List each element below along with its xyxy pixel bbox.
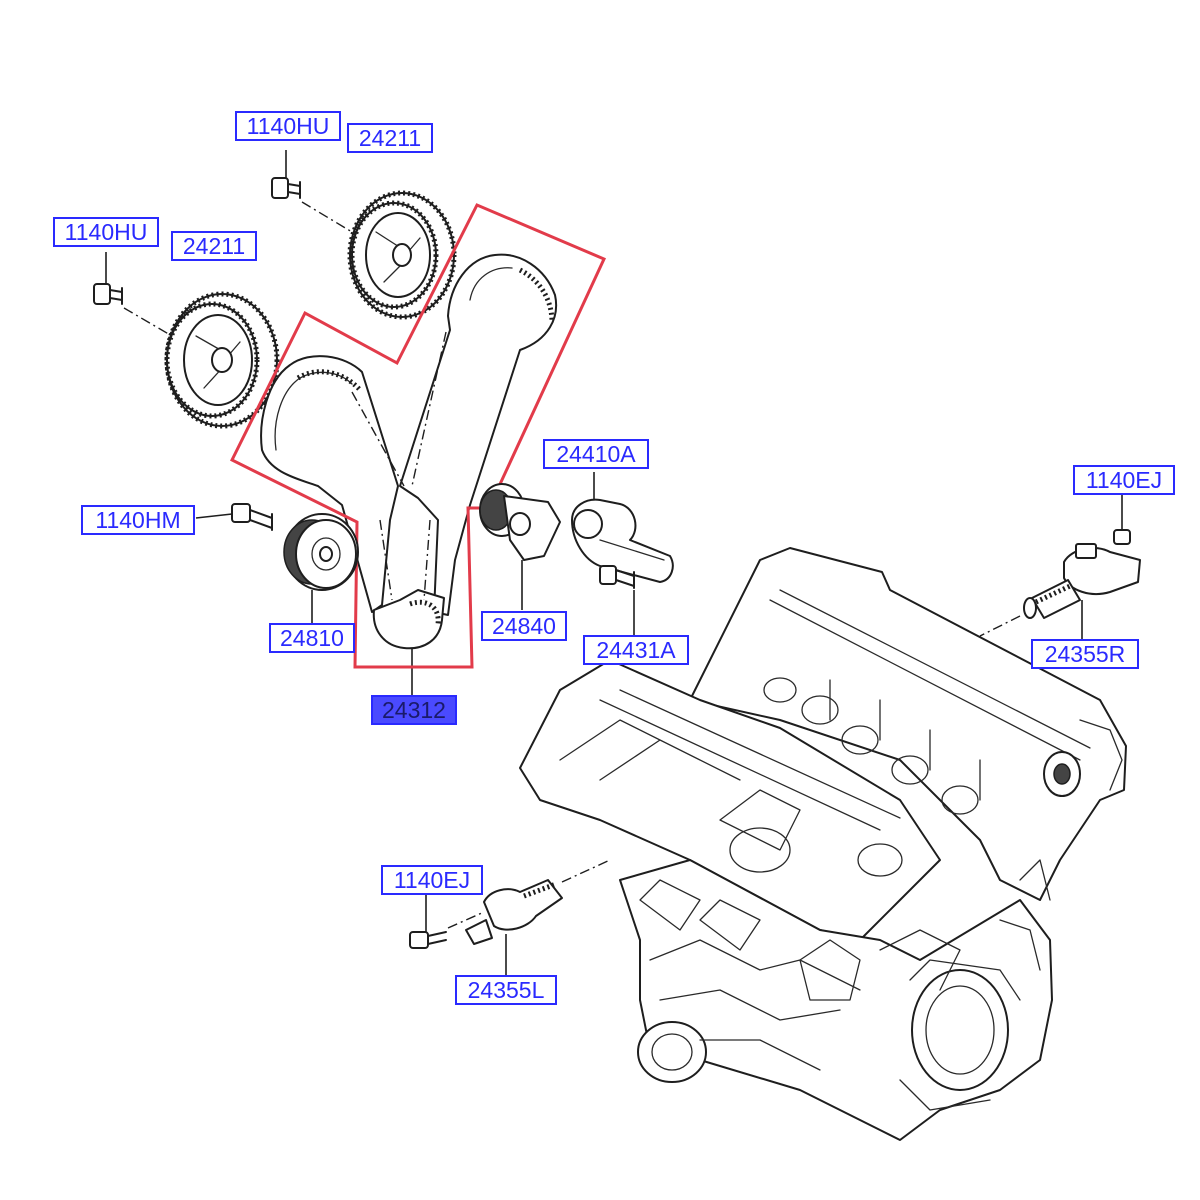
part-label-idler[interactable]: 24810 <box>269 623 355 653</box>
svg-text:1140EJ: 1140EJ <box>394 867 470 893</box>
svg-text:24410A: 24410A <box>556 441 636 467</box>
svg-text:1140HU: 1140HU <box>65 219 148 245</box>
part-label-bolt-left[interactable]: 1140HU <box>53 217 159 247</box>
bolt-ej-right[interactable] <box>1113 494 1131 545</box>
bolt-ej-left[interactable] <box>409 894 485 949</box>
oil-control-valve-left[interactable] <box>465 859 611 976</box>
svg-text:24840: 24840 <box>492 613 556 639</box>
oil-control-valve-right[interactable] <box>979 543 1141 640</box>
tensioner-pulley[interactable] <box>479 483 561 610</box>
part-label-bolt-ej-left[interactable]: 1140EJ <box>381 865 483 895</box>
bolt-left[interactable] <box>93 252 173 337</box>
part-label-tensioner-arm[interactable]: 24410A <box>543 439 649 469</box>
part-label-ocv-right[interactable]: 24355R <box>1031 639 1139 669</box>
part-label-bolt-idler[interactable]: 1140HM <box>81 505 195 535</box>
svg-text:24355R: 24355R <box>1045 641 1126 667</box>
part-label-sprocket-top[interactable]: 24211 <box>347 123 433 153</box>
part-label-tensioner-bolt[interactable]: 24431A <box>583 635 689 665</box>
part-label-bolt-top[interactable]: 1140HU <box>235 111 341 141</box>
tensioner-bolt[interactable] <box>599 565 635 636</box>
part-label-tensioner-pulley[interactable]: 24840 <box>481 611 567 641</box>
svg-text:1140HM: 1140HM <box>95 507 180 533</box>
svg-text:1140HU: 1140HU <box>247 113 330 139</box>
bolt-top[interactable] <box>271 150 353 233</box>
svg-text:24312: 24312 <box>382 697 446 723</box>
idler-pulley[interactable] <box>283 513 359 624</box>
svg-text:1140EJ: 1140EJ <box>1086 467 1162 493</box>
svg-text:24810: 24810 <box>280 625 344 651</box>
part-label-timing-belt[interactable]: 24312 <box>371 695 457 725</box>
part-label-ocv-left[interactable]: 24355L <box>455 975 557 1005</box>
timing-belt[interactable] <box>260 253 558 696</box>
svg-text:24211: 24211 <box>359 125 421 151</box>
svg-text:24211: 24211 <box>183 233 245 259</box>
part-label-bolt-ej-right[interactable]: 1140EJ <box>1073 465 1175 495</box>
svg-text:24355L: 24355L <box>468 977 545 1003</box>
svg-text:24431A: 24431A <box>596 637 676 663</box>
camshaft-sprocket-left[interactable] <box>164 291 280 429</box>
tensioner-arm[interactable] <box>571 472 674 583</box>
camshaft-sprocket-top[interactable] <box>347 190 457 320</box>
engine-assembly <box>519 547 1127 1141</box>
part-label-sprocket-left[interactable]: 24211 <box>171 231 257 261</box>
bolt-idler[interactable] <box>195 503 273 531</box>
